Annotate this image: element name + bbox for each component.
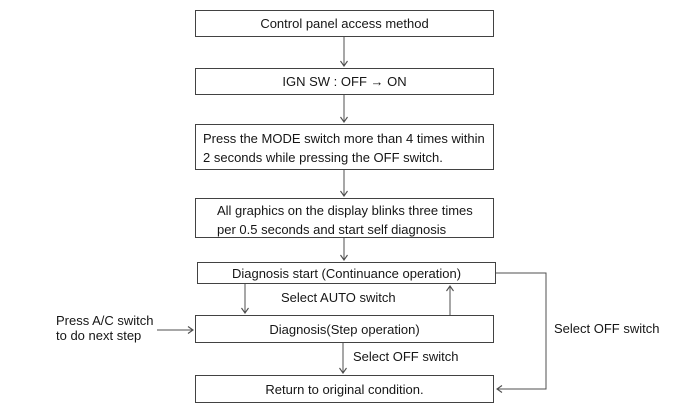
edge-label-select-off-switch-loop: Select OFF switch <box>554 321 660 336</box>
flow-box-press-mode-line1: Press the MODE switch more than 4 times … <box>203 131 485 146</box>
flow-box-graphics-blink: All graphics on the display blinks three… <box>195 198 494 238</box>
arrow-loop-diagstart-to-return <box>496 272 547 393</box>
edge-label-press-ac-line2: to do next step <box>56 328 142 343</box>
flow-box-diagnosis-start: Diagnosis start (Continuance operation) <box>197 262 496 284</box>
flow-box-title: Control panel access method <box>195 10 494 37</box>
edge-label-select-auto-switch: Select AUTO switch <box>281 290 396 305</box>
flow-box-press-mode-line2: 2 seconds while pressing the OFF switch. <box>203 150 443 165</box>
flow-box-press-mode-switch: Press the MODE switch more than 4 times … <box>195 124 494 170</box>
flow-box-diagnosis-step: Diagnosis(Step operation) <box>195 315 494 343</box>
edge-label-press-ac-switch: Press A/C switch to do next step <box>56 313 154 343</box>
flow-box-ign-sw: IGN SW : OFF → ON <box>195 68 494 95</box>
flow-box-return-original: Return to original condition. <box>195 375 494 403</box>
edge-label-select-off-switch-bottom: Select OFF switch <box>353 349 459 364</box>
flow-box-graphics-blink-line1: All graphics on the display blinks three… <box>217 203 473 218</box>
edge-label-press-ac-line1: Press A/C switch <box>56 313 154 328</box>
flow-box-graphics-blink-line2: per 0.5 seconds and start self diagnosis <box>217 222 447 237</box>
